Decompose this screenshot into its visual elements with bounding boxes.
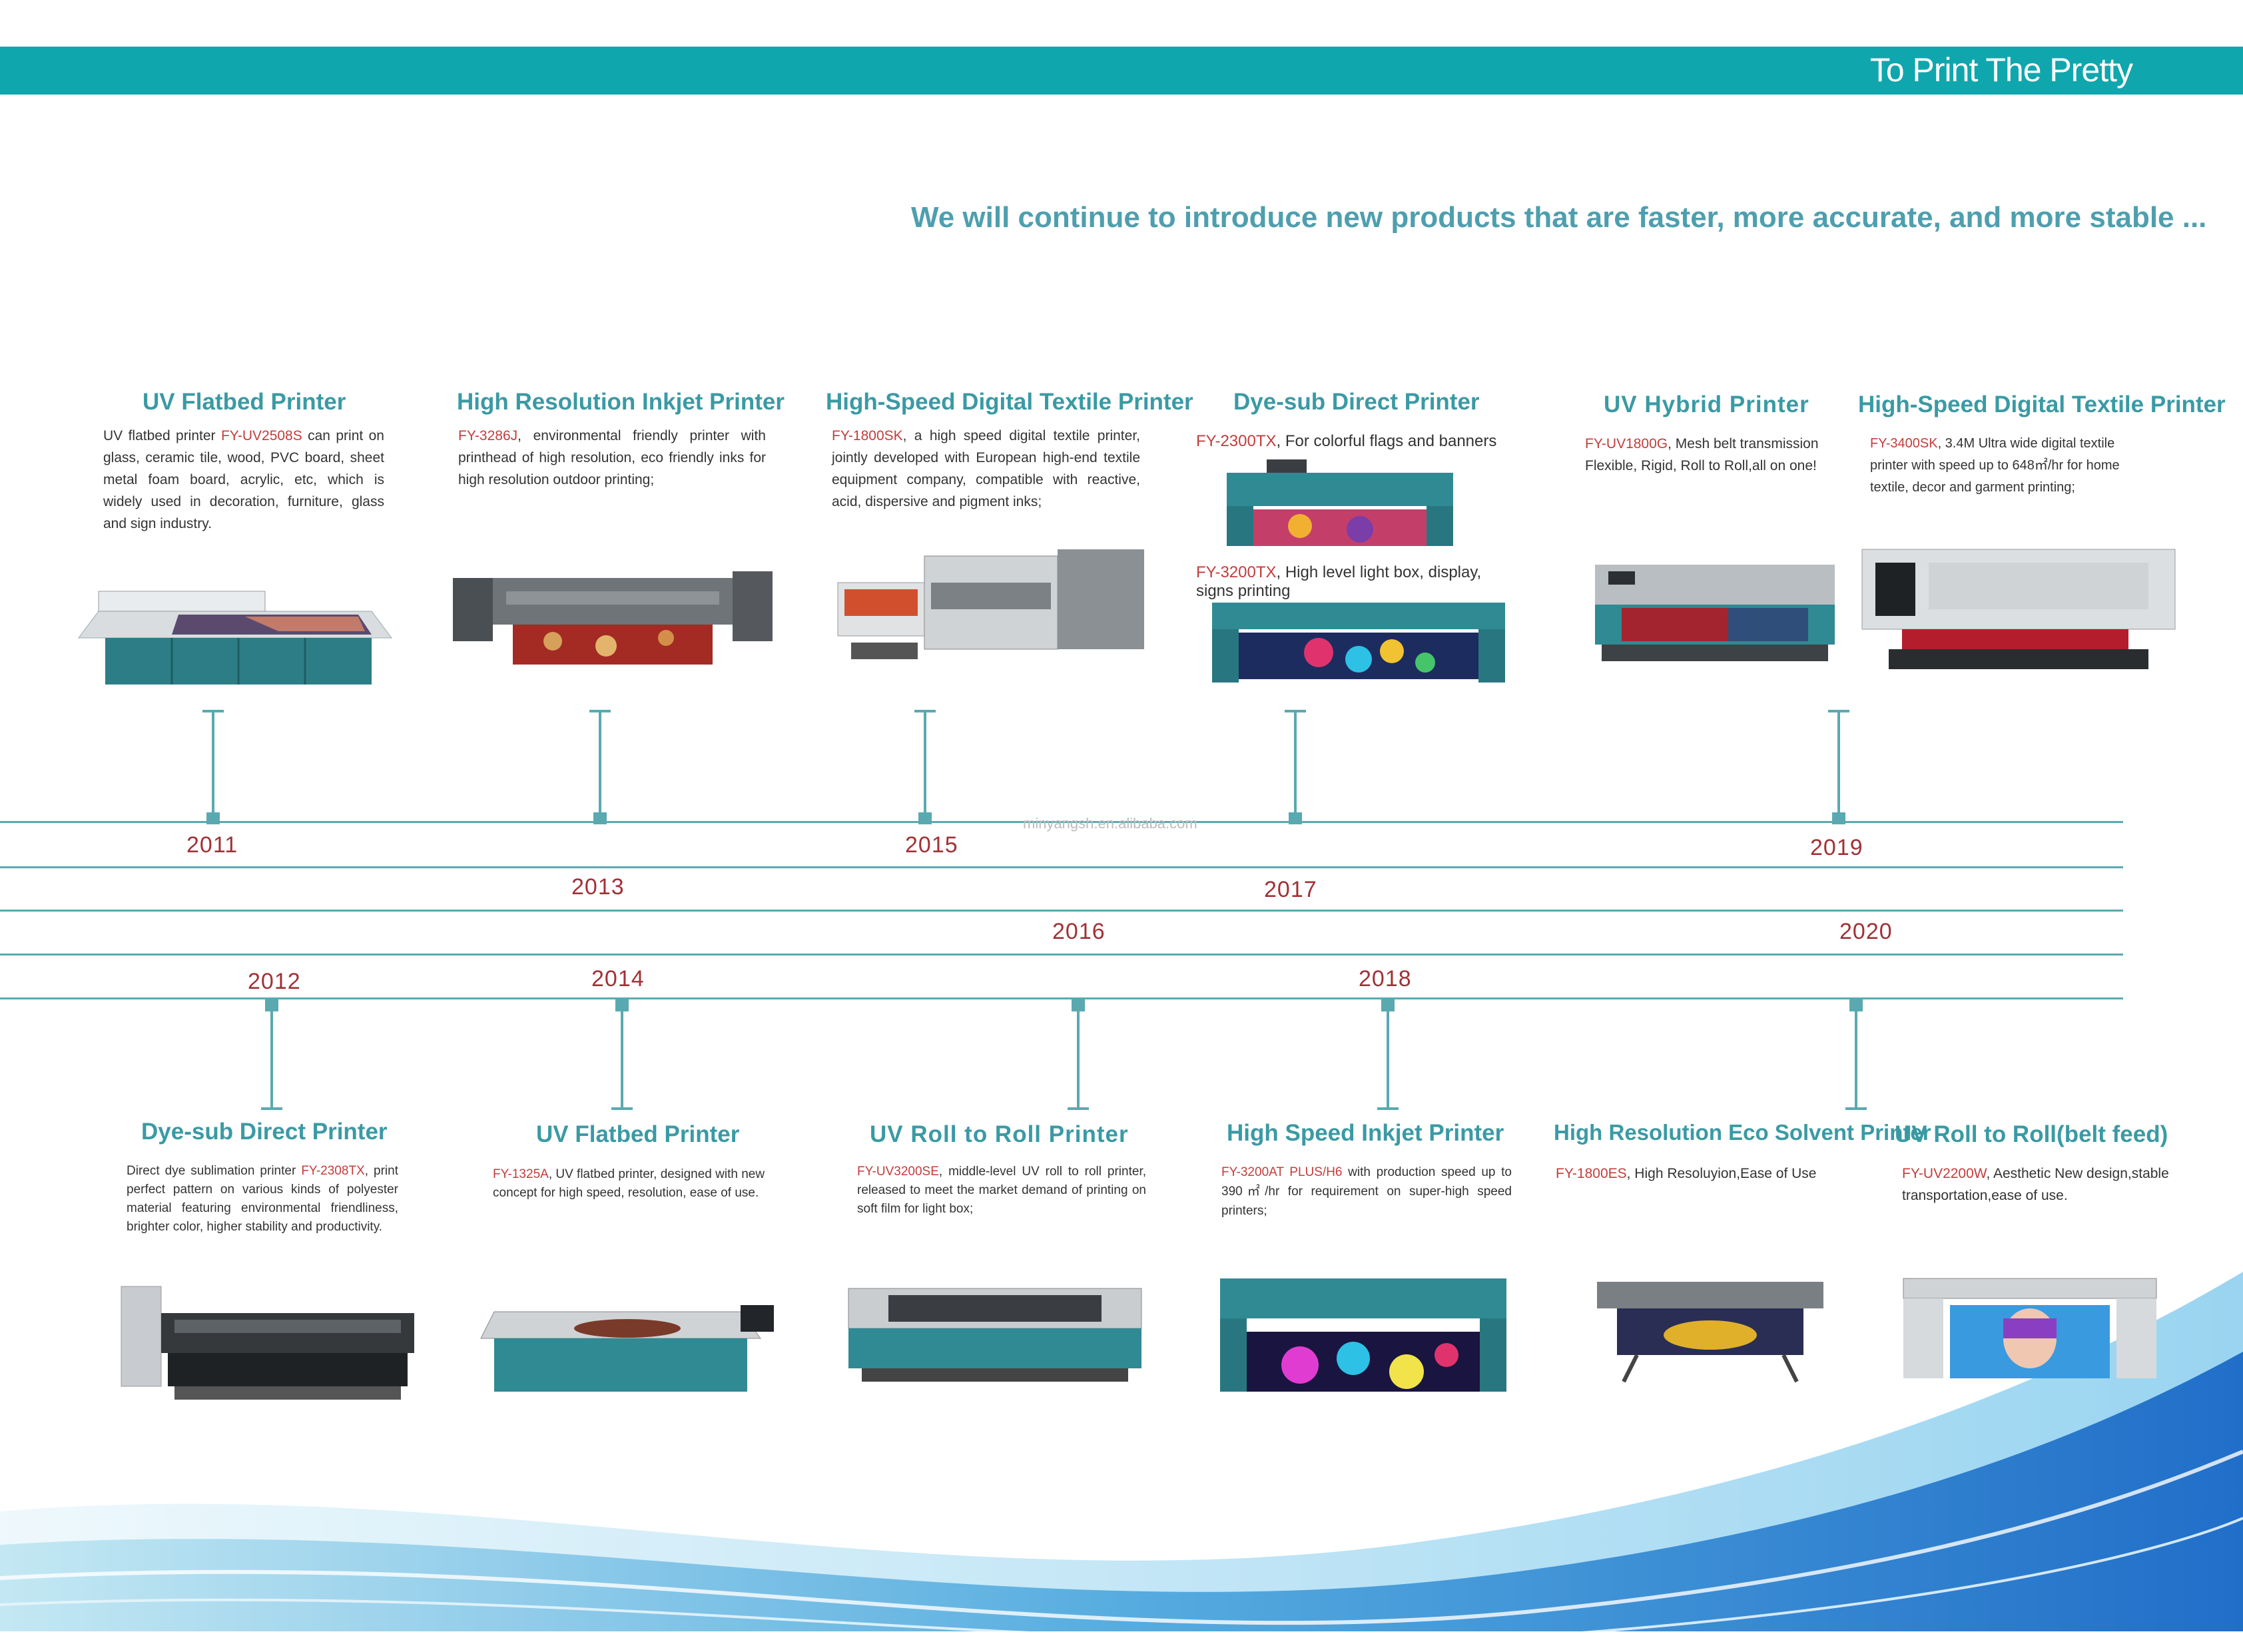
product-description: FY-UV1800G, Mesh belt transmission Flexi… <box>1585 436 1819 473</box>
printer-image-fy-2300tx <box>1227 459 1453 546</box>
year-label: 2016 <box>1052 919 1106 944</box>
timeline-line-3 <box>0 910 2123 912</box>
printer-image-fy-1325a <box>480 1305 774 1392</box>
header-tagline: To Print The Pretty <box>1869 51 2133 89</box>
page-headline: We will continue to introduce new produc… <box>911 201 2207 234</box>
model-number: FY-1325A <box>493 1167 549 1181</box>
printer-image-fy-uv2508s <box>78 591 392 685</box>
printer-image-fy-3286j <box>453 571 773 665</box>
model-number: FY-2308TX <box>301 1164 365 1178</box>
product-description: FY-1800ES, High Resoluyion,Ease of Use <box>1556 1166 1817 1181</box>
printer-image-fy-3200at-plus-h6 <box>1220 1278 1506 1392</box>
printer-image-fy-1800sk <box>837 549 1144 659</box>
wave-background <box>0 1272 2243 1652</box>
product-title: Dye-sub Direct Printer <box>1233 389 1480 415</box>
timeline-line-4 <box>0 954 2123 956</box>
product-title: High Resolution Eco Solvent Printer <box>1554 1120 1931 1145</box>
product-title: Dye-sub Direct Printer <box>141 1119 388 1145</box>
model-number: FY-1800SK <box>832 428 903 443</box>
product-title: UV Flatbed Printer <box>536 1121 740 1147</box>
top-connectors <box>202 710 1849 824</box>
watermark: minyangsh.en.alibaba.com <box>1023 815 1197 832</box>
product-description: FY-1325A, UV flatbed printer, designed w… <box>493 1167 765 1200</box>
year-label: 2017 <box>1264 877 1317 902</box>
model-number: FY-UV1800G <box>1585 436 1668 451</box>
year-label: 2012 <box>248 969 301 994</box>
product-title: High-Speed Digital Textile Printer <box>1858 392 2226 417</box>
product-title: UV Hybrid Printer <box>1604 392 1809 417</box>
year-label: 2014 <box>591 966 645 991</box>
product-description: FY-1800SK, a high speed digital textile … <box>832 428 1140 509</box>
timeline-line-5 <box>0 997 2123 999</box>
product-title: High Resolution Inkjet Printer <box>457 389 785 415</box>
product-title: High Speed Inkjet Printer <box>1227 1120 1504 1146</box>
product-description: FY-3200TX, High level light box, display… <box>1196 563 1482 600</box>
model-number: FY-3200TX <box>1196 563 1277 581</box>
model-number: FY-2300TX <box>1196 432 1277 450</box>
model-number: FY-3286J <box>458 428 518 443</box>
product-description: FY-UV2200W, Aesthetic New design,stable … <box>1902 1166 2169 1203</box>
model-number: FY-UV2200W <box>1902 1166 1987 1181</box>
year-label: 2020 <box>1839 919 1893 944</box>
year-label: 2013 <box>571 874 625 900</box>
model-number: FY-1800ES <box>1556 1166 1627 1181</box>
printer-image-fy-1800es <box>1597 1282 1823 1383</box>
product-title: High-Speed Digital Textile Printer <box>826 389 1193 415</box>
printer-image-fy-uv2200w <box>1903 1278 2157 1378</box>
timeline-line-1 <box>0 821 2123 823</box>
header-bar <box>0 47 2243 95</box>
model-number: FY-3400SK <box>1870 436 1938 451</box>
product-description: FY-3400SK, 3.4M Ultra wide digital texti… <box>1870 436 2120 495</box>
product-title: UV Roll to Roll(belt feed) <box>1895 1121 2168 1147</box>
printer-image-fy-2308tx <box>121 1286 414 1400</box>
year-label: 2019 <box>1810 835 1863 860</box>
product-description: Direct dye sublimation printer FY-2308TX… <box>127 1164 398 1234</box>
product-description: FY-UV3200SE, middle-level UV roll to rol… <box>857 1165 1146 1216</box>
product-description: FY-3286J, environmental friendly printer… <box>458 428 766 487</box>
product-description: FY-2300TX, For colorful flags and banner… <box>1196 432 1497 450</box>
printer-image-fy-3200tx <box>1212 603 1505 683</box>
year-label: 2018 <box>1359 966 1412 991</box>
product-description: UV flatbed printer FY-UV2508S can print … <box>103 428 384 531</box>
bottom-connectors <box>261 999 1867 1110</box>
product-title: UV Roll to Roll Printer <box>870 1121 1129 1147</box>
timeline-line-2 <box>0 866 2123 868</box>
printer-image-fy-3400sk <box>1861 549 2176 669</box>
printer-image-fy-uv3200se <box>848 1288 1142 1382</box>
printer-image-fy-uv1800g <box>1595 565 1835 661</box>
year-label: 2015 <box>905 832 958 858</box>
model-number: FY-3200AT PLUS/H6 <box>1221 1165 1343 1179</box>
model-number: FY-UV3200SE <box>857 1165 939 1179</box>
product-title: UV Flatbed Printer <box>143 389 346 415</box>
model-number: FY-UV2508S <box>220 428 302 443</box>
product-description: FY-3200AT PLUS/H6 with production speed … <box>1221 1165 1512 1218</box>
year-label: 2011 <box>186 832 238 858</box>
